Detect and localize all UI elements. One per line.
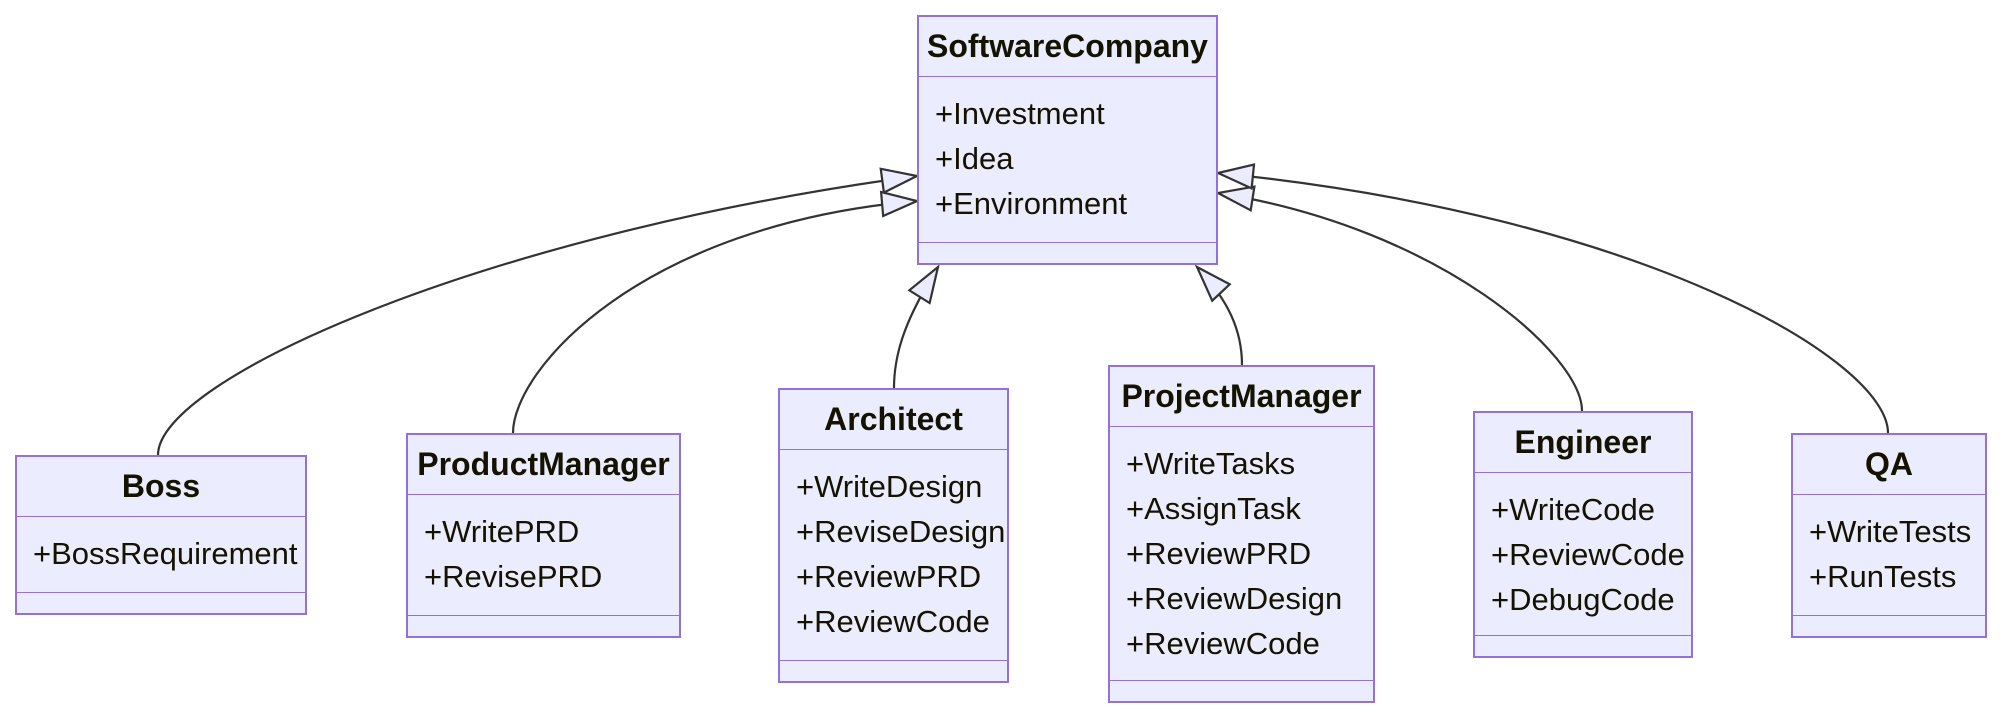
class-attribute: +Environment xyxy=(935,186,1128,221)
class-attribute: +ReviewPRD xyxy=(796,559,982,594)
class-title: QA xyxy=(1793,435,1985,495)
class-attribute: +ReviewDesign xyxy=(1126,581,1343,616)
inheritance-edge-productmanager-to-softwarecompany xyxy=(511,201,917,434)
class-methods-section-empty xyxy=(17,593,305,613)
inheritance-edge-projectmanager-to-softwarecompany xyxy=(1197,267,1244,366)
class-node-qa: QA +WriteTests +RunTests xyxy=(1791,433,1987,638)
class-title: ProjectManager xyxy=(1110,367,1373,427)
class-attribute: +Investment xyxy=(935,96,1105,131)
inheritance-edge-architect-to-softwarecompany xyxy=(892,267,938,389)
class-methods-section-empty xyxy=(780,661,1007,681)
class-attributes-section: +WritePRD +RevisePRD xyxy=(408,495,679,616)
class-attribute: +RunTests xyxy=(1809,559,1957,594)
class-title: Boss xyxy=(17,457,305,517)
inheritance-edge-boss-to-softwarecompany xyxy=(156,176,917,456)
class-attribute: +WriteTasks xyxy=(1126,446,1296,481)
class-attribute: +WriteCode xyxy=(1491,492,1655,527)
class-node-boss: Boss +BossRequirement xyxy=(15,455,307,615)
class-node-softwarecompany: SoftwareCompany +Investment +Idea +Environ… xyxy=(917,15,1218,265)
inheritance-edge-engineer-to-softwarecompany xyxy=(1218,193,1584,412)
class-attribute: +RevisePRD xyxy=(424,559,603,594)
class-methods-section-empty xyxy=(919,243,1216,263)
class-node-architect: Architect +WriteDesign +ReviseDesign +Revi… xyxy=(778,388,1009,683)
class-title: ProductManager xyxy=(408,435,679,495)
class-attribute: +WriteDesign xyxy=(796,469,983,504)
class-attribute: +WritePRD xyxy=(424,514,580,549)
class-attribute: +ReviewCode xyxy=(796,604,990,639)
class-attribute: +AssignTask xyxy=(1126,491,1301,526)
class-methods-section-empty xyxy=(1793,616,1985,636)
class-attributes-section: +WriteCode +ReviewCode +DebugCode xyxy=(1475,473,1691,636)
class-attributes-section: +WriteTests +RunTests xyxy=(1793,495,1985,616)
class-attributes-section: +WriteDesign +ReviseDesign +ReviewPRD +Revi… xyxy=(780,450,1007,661)
class-attribute: +Idea xyxy=(935,141,1014,176)
class-attribute: +WriteTests xyxy=(1809,514,1972,549)
class-attribute: +ReviewCode xyxy=(1491,537,1685,572)
class-title: SoftwareCompany xyxy=(919,17,1216,77)
class-methods-section-empty xyxy=(1475,636,1691,656)
class-attribute: +DebugCode xyxy=(1491,582,1675,617)
inheritance-edge-qa-to-softwarecompany xyxy=(1218,173,1890,434)
class-title: Architect xyxy=(780,390,1007,450)
class-node-projectmanager: ProjectManager +WriteTasks +AssignTask +Re… xyxy=(1108,365,1375,703)
class-attributes-section: +Investment +Idea +Environment xyxy=(919,77,1216,243)
class-attribute: +ReviewCode xyxy=(1126,626,1320,661)
class-attribute: +ReviewPRD xyxy=(1126,536,1312,571)
class-attribute: +ReviseDesign xyxy=(796,514,1006,549)
class-attributes-section: +BossRequirement xyxy=(17,517,305,593)
class-methods-section-empty xyxy=(1110,681,1373,701)
class-attributes-section: +WriteTasks +AssignTask +ReviewPRD +ReviewD… xyxy=(1110,427,1373,681)
class-attribute: +BossRequirement xyxy=(33,536,298,571)
class-title: Engineer xyxy=(1475,413,1691,473)
class-node-engineer: Engineer +WriteCode +ReviewCode +DebugCode xyxy=(1473,411,1693,658)
class-node-productmanager: ProductManager +WritePRD +RevisePRD xyxy=(406,433,681,638)
class-methods-section-empty xyxy=(408,616,679,636)
